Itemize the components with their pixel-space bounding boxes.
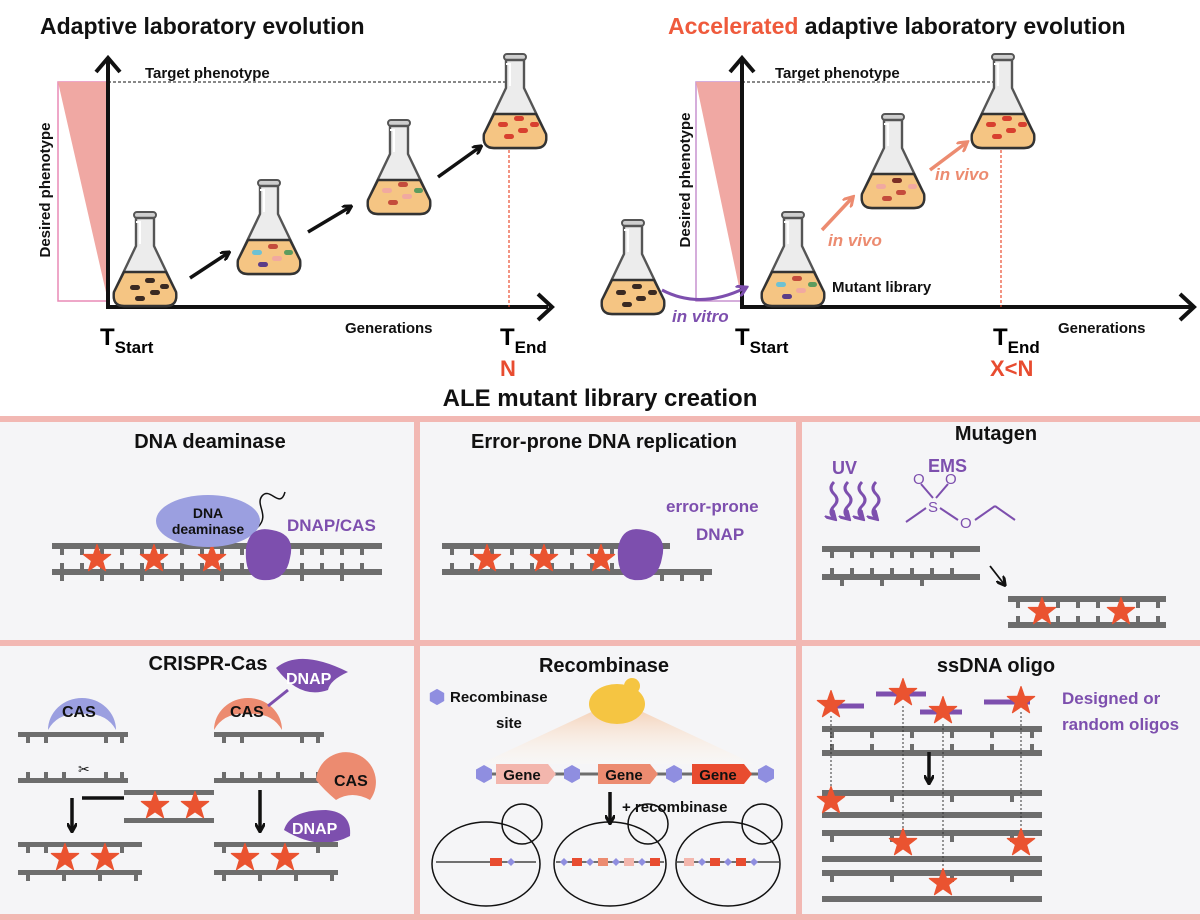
x-less-n-label: X<N [990, 356, 1033, 381]
panel-title: DNA deaminase [134, 431, 286, 453]
accelerated-ale-panel: Accelerated adaptive laboratory evolutio… [600, 13, 1197, 381]
dnap-cas-enzyme [245, 529, 292, 581]
flask-mutant-library [760, 210, 826, 308]
ems-label: EMS [928, 456, 967, 476]
panel-title: CRISPR-Cas [149, 653, 268, 675]
ale-title: Adaptive laboratory evolution [40, 13, 365, 39]
error-prone-label-1: error-prone [666, 497, 759, 516]
in-vivo-arrow-2 [928, 143, 966, 172]
target-label: Target phenotype [775, 65, 900, 82]
section-title: ALE mutant library creation [443, 385, 758, 412]
in-vivo-arrow-1 [820, 198, 852, 232]
flask-4 [482, 52, 548, 150]
y-axis-arrowhead [94, 54, 122, 74]
legend-label-1: Recombinase [450, 689, 548, 706]
enzyme-label-2: deaminase [172, 521, 245, 537]
flask-3 [366, 118, 432, 216]
in-vitro-arrow [661, 288, 745, 301]
ale-panel: Adaptive laboratory evolution Desired ph… [37, 13, 555, 381]
mutant-library-label: Mutant library [832, 279, 932, 296]
dna-deaminase-enzyme [156, 495, 260, 547]
panel-title: ssDNA oligo [937, 655, 1055, 677]
in-vitro-label: in vitro [672, 307, 729, 326]
gene-label: Gene [503, 767, 541, 784]
x-axis-arrowhead [536, 292, 555, 322]
gene-label: Gene [605, 767, 643, 784]
x-axis-arrowhead [1178, 292, 1197, 322]
uv-label: UV [832, 458, 857, 478]
oligo-label-1: Designed or [1062, 689, 1161, 708]
in-vivo-label-1: in vivo [828, 231, 882, 250]
target-label: Target phenotype [145, 65, 270, 82]
cas-label: CAS [230, 704, 264, 721]
gene-block [692, 764, 752, 784]
flask-2 [236, 178, 302, 276]
accelerated-title: Accelerated adaptive laboratory evolutio… [668, 13, 1126, 39]
y-axis-label: Desired phenotype [37, 122, 54, 257]
t-end-label: TEnd [500, 324, 547, 357]
dnap-label: DNAP [292, 821, 338, 838]
gene-block [598, 764, 658, 784]
error-prone-label-2: DNAP [696, 525, 744, 544]
t-start-label: TStart [100, 324, 154, 357]
flask-in-vivo-1 [860, 112, 926, 210]
gene-label: Gene [699, 767, 737, 784]
alignment-lines [830, 706, 1022, 880]
flask-1 [112, 210, 178, 308]
flask-in-vivo-2 [970, 52, 1036, 150]
ems-structure [905, 483, 1016, 523]
cas-enzyme [214, 698, 282, 730]
gene-block [496, 764, 556, 784]
panel-crispr-cas: CRISPR-Cas CAS ✂ CAS DNAP CAS DNAP [18, 653, 376, 881]
mutagen-arrow [989, 565, 1004, 584]
cas-label: CAS [334, 773, 368, 790]
panel-recombinase: Recombinase Recombinase site Gene Gene G… [429, 655, 783, 907]
enzyme-label-1: DNA [193, 505, 223, 521]
cas-label: CAS [62, 704, 96, 721]
panel-ssdna-oligo: ssDNA oligo Designed or random oligos [816, 655, 1179, 902]
cas-enzyme [316, 752, 376, 800]
error-prone-dnap [617, 529, 664, 581]
scissors-icon: ✂ [78, 761, 90, 777]
panel-dna-deaminase: DNA deaminase DNA deaminase DNAP/CAS [52, 431, 382, 581]
genome-strands [822, 726, 1042, 902]
t-start-label: TStart [735, 324, 789, 357]
arrow-1 [189, 253, 228, 280]
atom-o: O [945, 471, 957, 488]
n-label: N [500, 356, 516, 381]
yeast-cells [431, 803, 783, 907]
arrow-2 [307, 207, 350, 234]
linker [257, 491, 286, 528]
panel-title: Error-prone DNA replication [471, 431, 737, 453]
phenotype-gradient [58, 82, 108, 301]
atom-s: S [928, 499, 938, 516]
panel-title: Recombinase [539, 655, 669, 677]
arrow-3 [436, 147, 480, 179]
panel-mutagen: Mutagen UV EMS S O O O [822, 423, 1166, 628]
dnap-enzyme [284, 810, 351, 843]
x-axis-label: Generations [1058, 320, 1146, 337]
recombinase-enzyme [589, 684, 645, 724]
dnap-enzyme [276, 658, 348, 693]
atom-o: O [960, 515, 972, 532]
recombinase-cone [480, 700, 754, 764]
oligo-label-2: random oligos [1062, 715, 1179, 734]
y-axis-arrowhead [728, 54, 756, 74]
t-end-label: TEnd [993, 324, 1040, 357]
uv-rays [831, 480, 881, 518]
dnap-label: DNAP [286, 671, 332, 688]
panel-title: Mutagen [955, 423, 1037, 445]
cas-enzyme [48, 697, 116, 730]
dnap-cas-label: DNAP/CAS [287, 516, 376, 535]
x-axis-label: Generations [345, 320, 433, 337]
legend-label-2: site [496, 715, 522, 732]
plus-recombinase-label: + recombinase [622, 799, 727, 816]
panel-error-prone: Error-prone DNA replication error-prone … [442, 431, 759, 581]
y-axis-label: Desired phenotype [677, 112, 694, 247]
flask-wildtype [600, 218, 666, 316]
in-vivo-label-2: in vivo [935, 165, 989, 184]
phenotype-gradient [696, 82, 742, 301]
atom-o: O [913, 471, 925, 488]
